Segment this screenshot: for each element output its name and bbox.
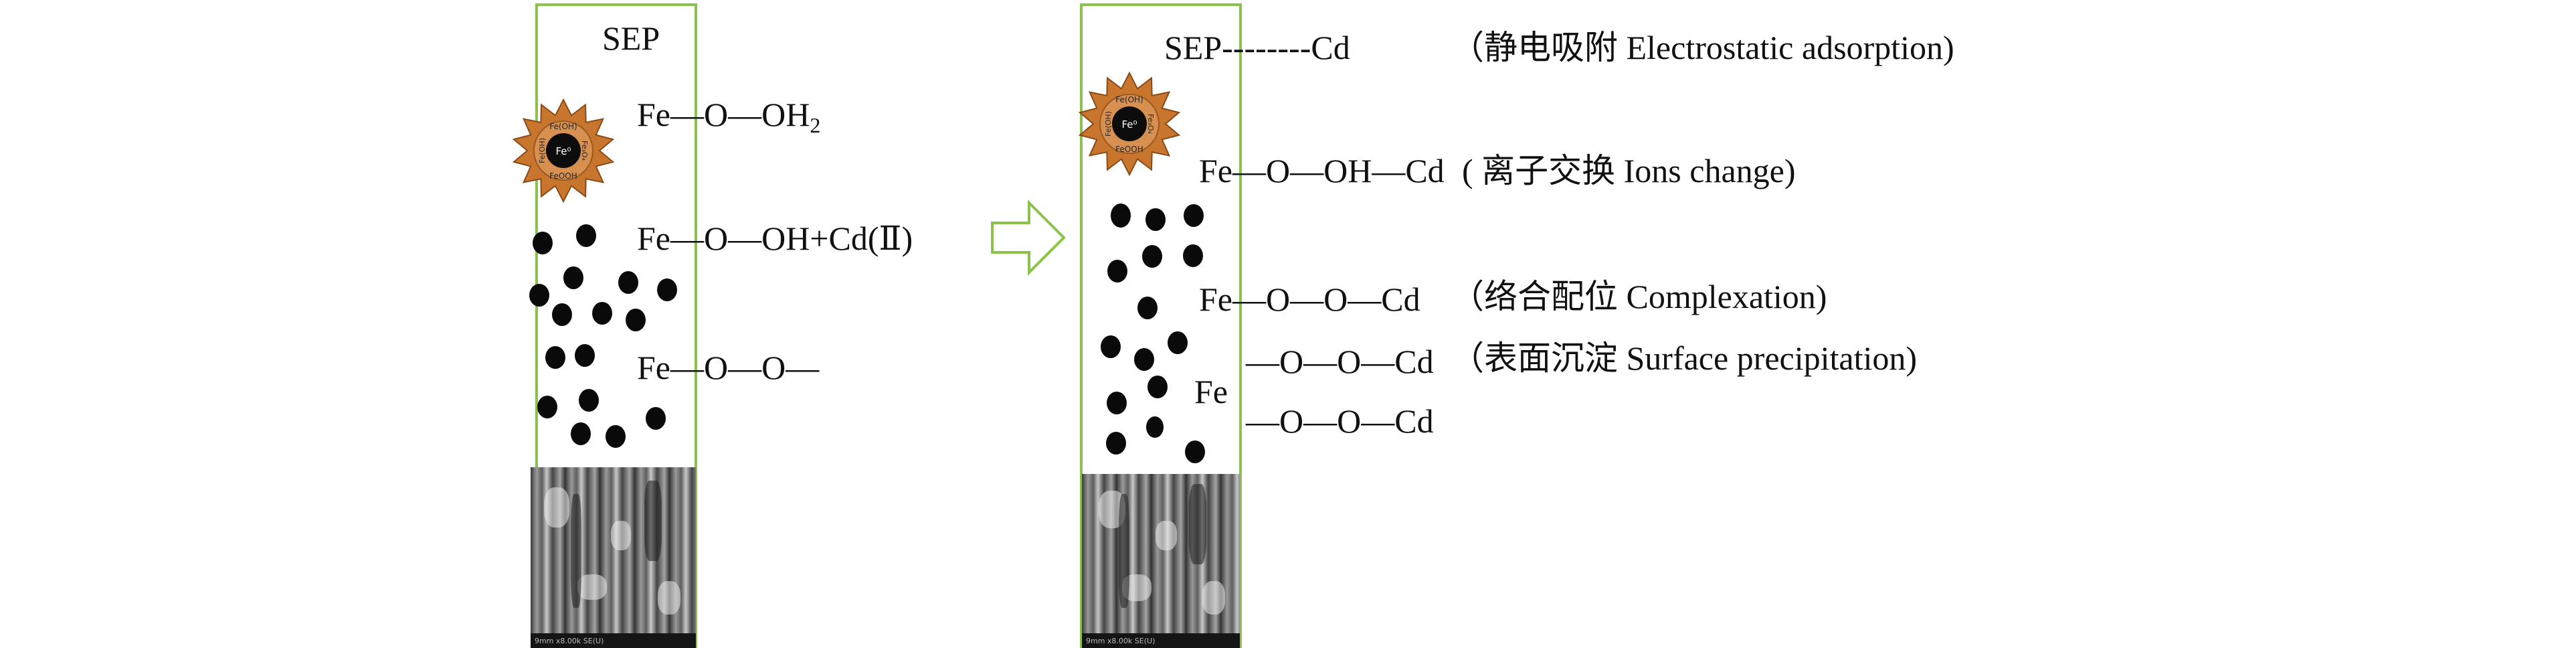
particle-center-label: Fe⁰ <box>1121 118 1137 131</box>
row5-fe: Fe <box>1194 373 1228 410</box>
row2-left: Fe—O—OH—Cd <box>1199 152 1445 189</box>
particle-center-label: Fe⁰ <box>555 145 571 157</box>
row3-left: Fe—O—O—Cd <box>1199 280 1420 318</box>
left-formula-1: Fe—O—OH2 <box>637 96 821 137</box>
particle-rim-top: Fe(OH) <box>549 122 577 131</box>
row4-left: —O—O—Cd <box>1246 343 1434 380</box>
row4-desc: （表面沉淀 Surface precipitation) <box>1451 339 1918 377</box>
row3-desc: （络合配位 Complexation) <box>1451 278 1827 315</box>
hollow-right-arrow-icon <box>991 199 1066 276</box>
right-sem-caption: 9mm x8.00k SE(U) <box>1086 637 1156 645</box>
right-fe-nanoparticle-icon: Fe⁰ Fe(OH) FeOOH Fe(OH) Fe₃O₄ <box>1078 71 1181 177</box>
left-sem-micrograph: 9mm x8.00k SE(U) <box>531 467 696 648</box>
particle-rim-right: Fe₃O₄ <box>1146 114 1155 135</box>
row1-desc: （静电吸附 Electrostatic adsorption) <box>1451 29 1954 66</box>
left-sep-label: SEP <box>602 19 660 57</box>
row2-desc: ( 离子交换 Ions change) <box>1462 152 1796 189</box>
right-cd-ions <box>1101 204 1205 463</box>
particle-rim-bottom: FeOOH <box>549 171 577 181</box>
row6-left: —O—O—Cd <box>1246 402 1434 440</box>
left-formula-3: Fe—O—O— <box>637 349 820 386</box>
right-sem-micrograph: 9mm x8.00k SE(U) <box>1082 474 1240 648</box>
particle-rim-top: Fe(OH) <box>1115 95 1143 104</box>
row1-left: SEP--------Cd <box>1164 29 1350 66</box>
left-fe-nanoparticle-icon: Fe⁰ Fe(OH) FeOOH Fe(OH) Fe₃O₄ <box>512 98 615 204</box>
particle-rim-left: Fe(OH) <box>1104 111 1113 137</box>
particle-rim-right: Fe₃O₄ <box>580 141 589 161</box>
particle-rim-bottom: FeOOH <box>1115 145 1143 154</box>
left-sem-caption: 9mm x8.00k SE(U) <box>535 637 604 645</box>
left-formula-2: Fe—O—OH+Cd(Ⅱ) <box>637 220 913 257</box>
left-cd-ions <box>529 224 677 448</box>
particle-rim-left: Fe(OH) <box>538 138 547 163</box>
